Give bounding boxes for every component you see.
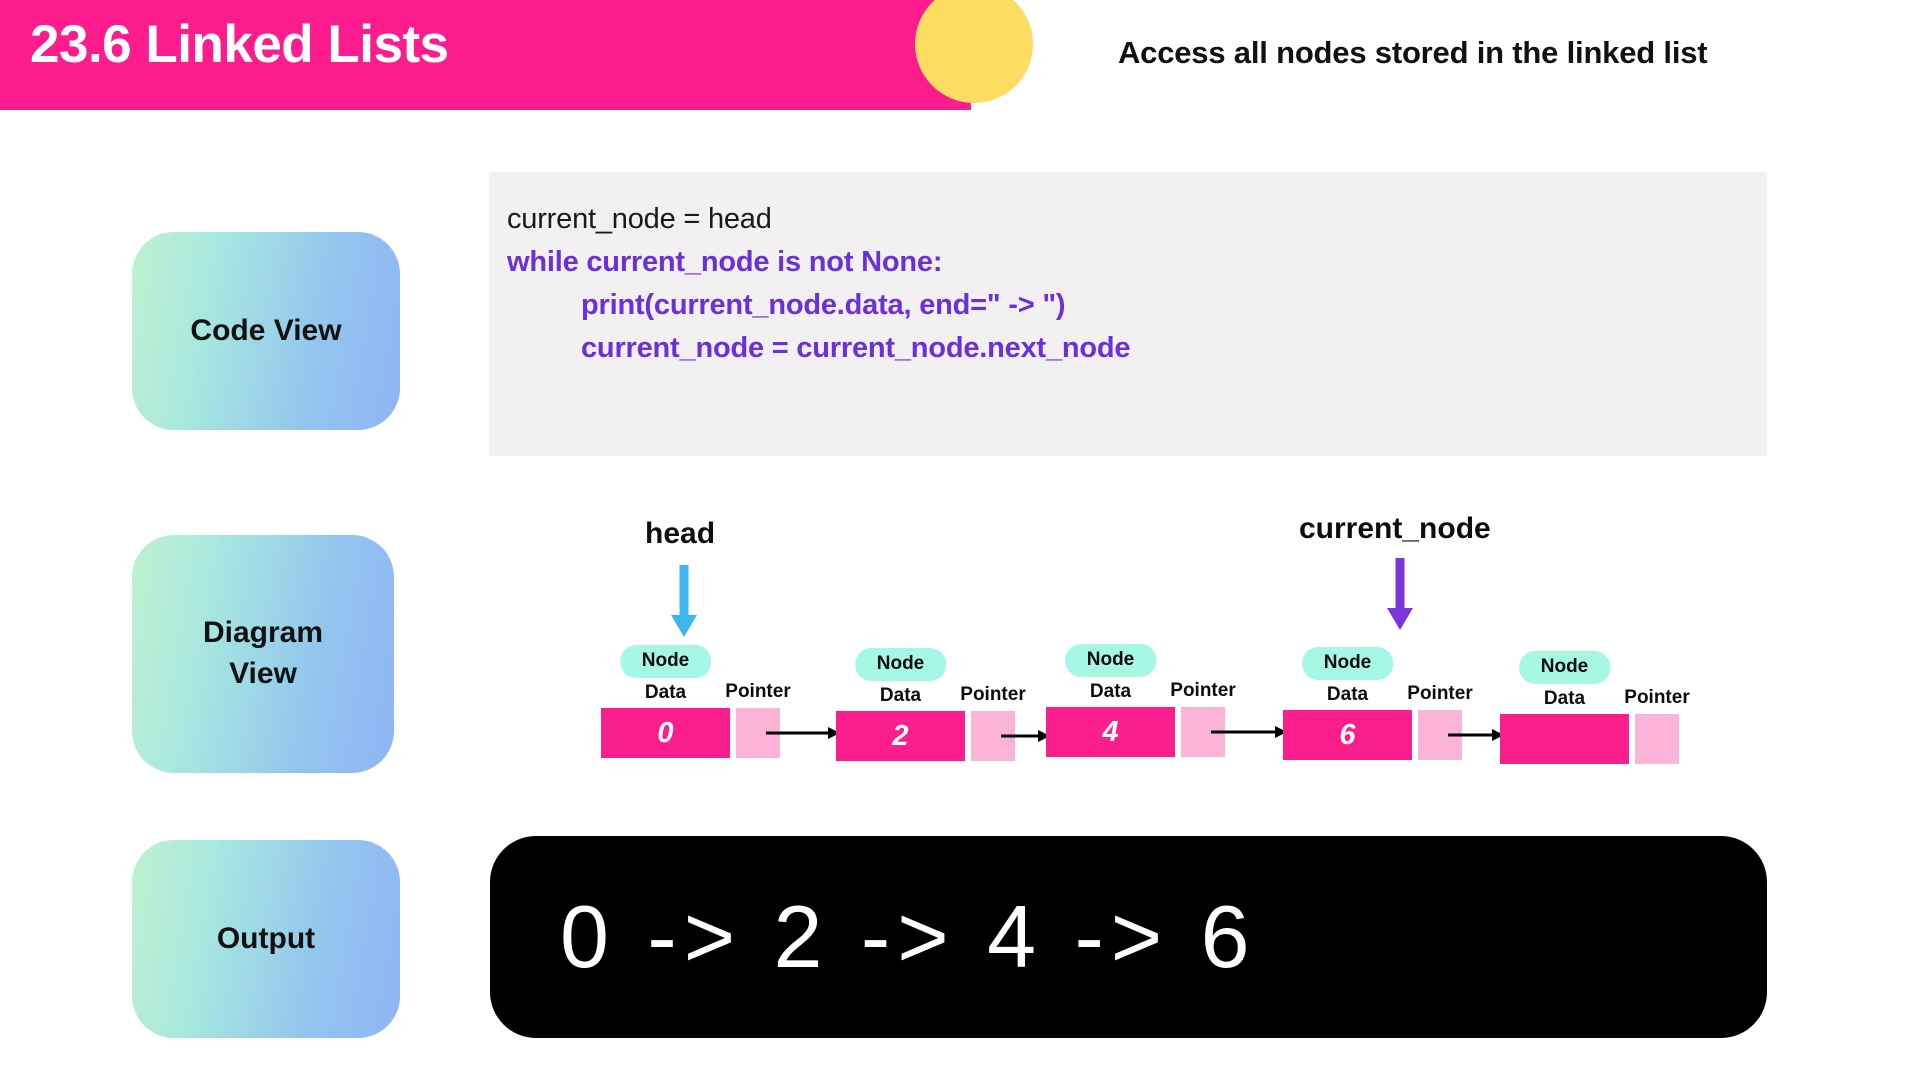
page-title: 23.6 Linked Lists [30,15,449,74]
data-cell-label: Data [1543,688,1586,709]
node-data-box: 6 [1283,710,1412,760]
code-line-2: while current_node is not None: [507,246,943,278]
node-data-box: 4 [1046,707,1175,757]
next-pointer-arrow [1448,729,1504,741]
pointer-variable-label-current_node: current_node [1299,512,1491,545]
pointer-arrow-head [671,565,697,637]
code-line-3: print(current_node.data, end=" -> ") [581,289,1066,321]
node-data-box: 0 [601,708,730,758]
next-pointer-arrow [766,727,840,739]
sidebar-item-label: Diagram View [202,616,324,690]
node-badge: Node [1064,644,1157,677]
header-subtitle: Access all nodes stored in the linked li… [1118,35,1708,70]
code-view-panel: current_node = head while current_node i… [489,172,1767,456]
data-cell-label: Data [644,682,687,703]
pointer-cell-label: Pointer [725,681,791,702]
pointer-arrow-current_node [1387,558,1413,630]
pointer-cell-label: Pointer [1624,687,1690,708]
sidebar-item-diagram-view[interactable]: Diagram View [132,535,394,773]
sidebar-item-label: Code View [190,313,342,347]
data-cell-label: Data [1089,681,1132,702]
output-panel: 0 -> 2 -> 4 -> 6 [490,836,1767,1038]
next-pointer-arrow [1211,726,1287,738]
sidebar-item-output[interactable]: Output [132,840,400,1038]
node-pointer-box [1635,714,1679,764]
node-data-box [1500,714,1629,764]
header-bar: 23.6 Linked Lists [0,0,971,110]
code-line-4: current_node = current_node.next_node [581,332,1131,364]
node-badge: Node [1301,647,1394,680]
data-cell-label: Data [1326,684,1369,705]
next-pointer-arrow [1001,730,1050,742]
node-badge: Node [619,645,712,678]
node-badge: Node [854,648,947,681]
pointer-cell-label: Pointer [1407,683,1473,704]
node-data-box: 2 [836,711,965,761]
pointer-variable-label-head: head [645,517,716,550]
output-text: 0 -> 2 -> 4 -> 6 [560,887,1257,986]
code-line-1: current_node = head [507,203,772,235]
pointer-cell-label: Pointer [960,684,1026,705]
data-cell-label: Data [879,685,922,706]
node-badge: Node [1518,651,1611,684]
sidebar-item-label: Output [216,921,316,955]
yellow-circle-icon [915,0,1033,103]
pointer-cell-label: Pointer [1170,680,1236,701]
sidebar-item-code-view[interactable]: Code View [132,232,400,430]
